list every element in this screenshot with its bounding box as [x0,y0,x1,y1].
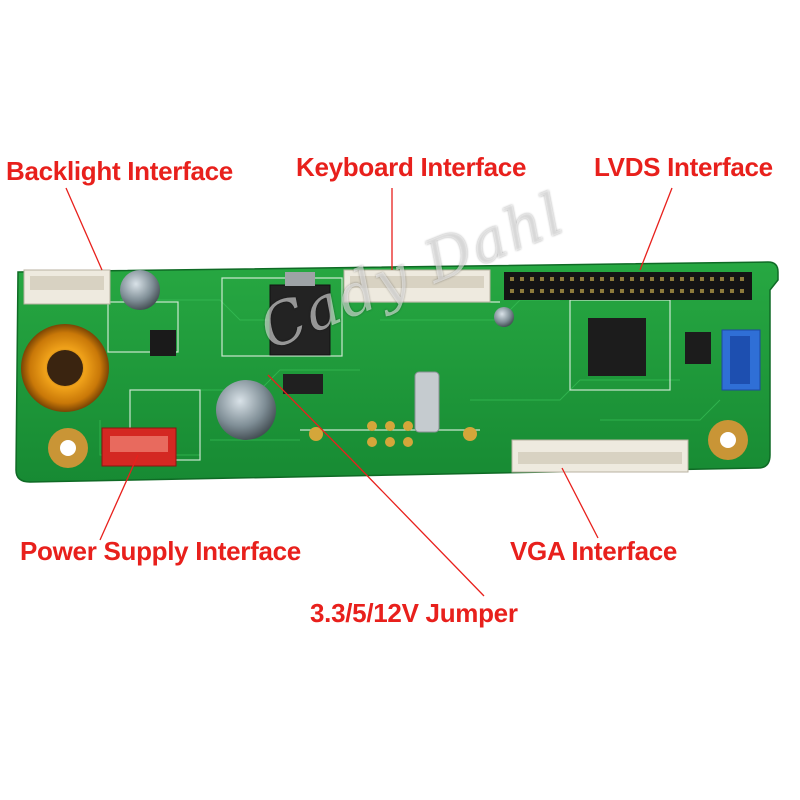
scaler-ic [588,318,646,376]
label-keyboard-interface: Keyboard Interface [296,152,527,182]
mounting-hole-left [48,428,88,468]
ic-chip-small [685,332,711,364]
label-jumper: 3.3/5/12V Jumper [310,598,518,628]
backlight-connector [23,269,111,305]
label-backlight-interface: Backlight Interface [6,156,233,186]
capacitor-small [494,307,514,327]
label-lvds-interface: LVDS Interface [594,152,773,182]
vga-connector [511,439,689,473]
keyboard-connector [343,269,491,303]
toroid-inductor [21,324,109,412]
ic-chip [150,330,176,356]
voltage-regulator [269,284,331,356]
power-connector [101,427,177,467]
leader-lines [65,187,673,597]
lvds-pin-header [504,272,752,300]
capacitor-large [216,380,276,440]
blue-connector [721,329,761,391]
capacitor [120,270,160,310]
mounting-hole-right [708,420,748,460]
label-power-supply-interface: Power Supply Interface [20,536,301,566]
jumper-pads [309,421,477,447]
crystal [414,371,440,433]
label-vga-interface: VGA Interface [510,536,678,566]
diode [283,374,323,394]
